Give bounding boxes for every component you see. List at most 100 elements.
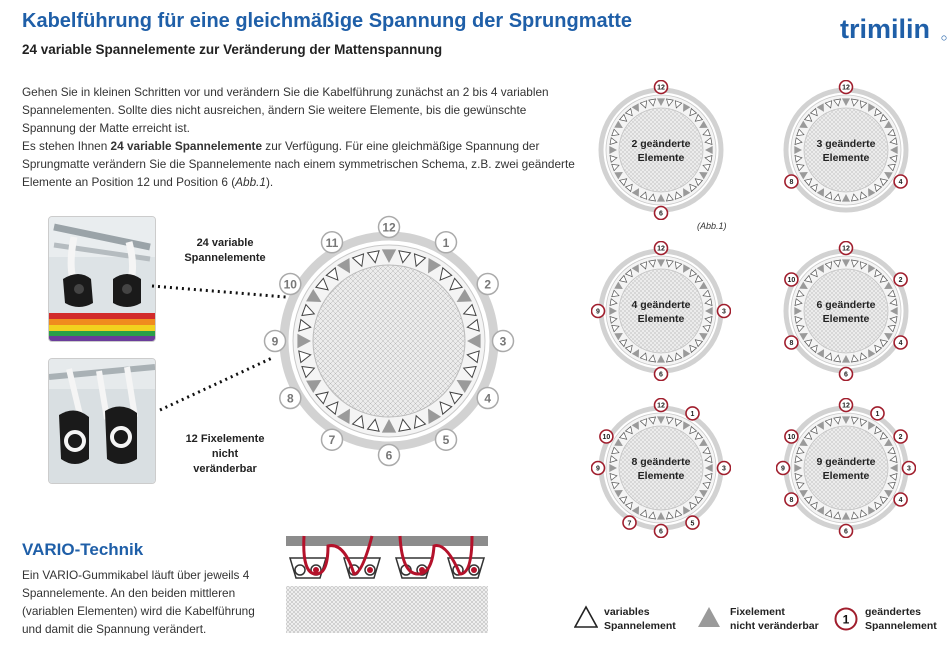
changed-element-marker: 10 (784, 272, 799, 287)
variable-element (833, 416, 842, 425)
variable-element (794, 137, 803, 146)
variable-element (833, 193, 842, 202)
fixed-element (614, 281, 623, 289)
fixed-elements-label: 12 Fixelemente nicht veränderbar (185, 433, 265, 475)
changed-element-marker: 6 (653, 205, 669, 220)
fixed-element (699, 281, 708, 290)
fixed-element (456, 288, 472, 302)
variable-element (796, 481, 805, 490)
changed-element-marker: 2 (893, 429, 908, 444)
svg-text:3: 3 (722, 466, 726, 473)
fixed-element (683, 421, 691, 430)
variable-element (874, 425, 883, 435)
changed-element-marker: 8 (784, 174, 799, 189)
fixed-element (884, 490, 893, 498)
variable-element (879, 431, 889, 440)
changed-element-marker: 12 (838, 398, 854, 413)
fixed-element (705, 306, 713, 316)
variable-element (609, 455, 618, 464)
variable-element (809, 268, 818, 278)
fixed-element (841, 98, 851, 106)
variable-element (665, 354, 674, 363)
variable-element (796, 128, 805, 137)
variable-element (874, 344, 883, 354)
svg-text:2: 2 (899, 434, 903, 441)
fixed-element (816, 506, 825, 515)
diagram-label-line2: Elemente (638, 152, 685, 164)
variable-elements-label: 24 variable Spannelemente (184, 237, 266, 264)
svg-text:4: 4 (484, 392, 491, 406)
svg-text:8: 8 (789, 179, 793, 186)
changed-element-marker: 9 (591, 460, 606, 476)
changed-element-marker: 4 (893, 492, 908, 507)
svg-text:12: 12 (657, 246, 665, 253)
svg-text:10: 10 (284, 278, 298, 292)
variable-element (859, 191, 868, 200)
variable-element (850, 259, 859, 268)
changed-element-marker: 7 (622, 515, 637, 530)
position-label: 9 (263, 329, 287, 353)
svg-text:6: 6 (659, 529, 663, 536)
fixed-element (884, 281, 893, 290)
variable-element (824, 418, 833, 427)
variable-element (796, 163, 805, 172)
fixed-element (816, 188, 825, 197)
variable-element (809, 107, 818, 117)
variable-element (803, 339, 813, 348)
variable-element (803, 431, 813, 440)
fixed-element (456, 380, 472, 394)
variable-element (833, 354, 842, 363)
trimilin-logo: trimilin (840, 14, 947, 44)
page-subtitle: 24 variable Spannelemente zur Veränderun… (22, 42, 443, 57)
variable-element (462, 303, 477, 317)
variable-element (618, 274, 628, 283)
fixed-element (631, 506, 640, 515)
changed-element-marker: 4 (893, 174, 908, 189)
intro-paragraph-2: Es stehen Ihnen 24 variable Spannelement… (22, 139, 575, 189)
variable-element (366, 250, 380, 264)
changed-element-marker: 4 (893, 335, 908, 350)
svg-text:1: 1 (876, 411, 880, 418)
variable-element (618, 496, 628, 505)
position-label: 7 (320, 428, 344, 451)
changed-element-marker: 6 (653, 366, 669, 381)
variable-element (665, 259, 674, 268)
position-label: 6 (377, 443, 401, 467)
diagram-label-line1: 4 geänderte (632, 299, 691, 311)
variable-element (351, 253, 365, 268)
variable-element (879, 339, 889, 348)
svg-text:4: 4 (899, 340, 903, 347)
svg-text:4: 4 (899, 179, 903, 186)
variable-element (618, 178, 628, 187)
fixed-element (428, 408, 442, 424)
variable-element (809, 344, 818, 354)
svg-text:4: 4 (899, 497, 903, 504)
position-label: 8 (279, 386, 302, 410)
svg-text:12: 12 (657, 85, 665, 92)
changed-element-marker: 1 (685, 406, 700, 421)
variable-element (850, 98, 859, 107)
variable-element (879, 274, 889, 283)
emphasis-24-elements: 24 variable Spannelemente (110, 139, 263, 153)
changed-element-marker: 3 (716, 303, 731, 319)
changed-element-marker: 6 (653, 523, 669, 538)
variable-element (648, 193, 657, 202)
svg-text:6: 6 (844, 372, 848, 379)
variable-element (887, 289, 896, 298)
variable-element (704, 154, 713, 163)
fixed-element (614, 438, 623, 446)
variable-element (639, 352, 648, 361)
variable-element (824, 261, 833, 270)
variable-element (611, 128, 620, 137)
fixed-element (683, 506, 691, 515)
variable-element (803, 113, 813, 122)
variable-element (850, 511, 859, 520)
svg-text:10: 10 (788, 277, 796, 284)
fixed-element (799, 333, 808, 341)
variable-element (611, 481, 620, 490)
